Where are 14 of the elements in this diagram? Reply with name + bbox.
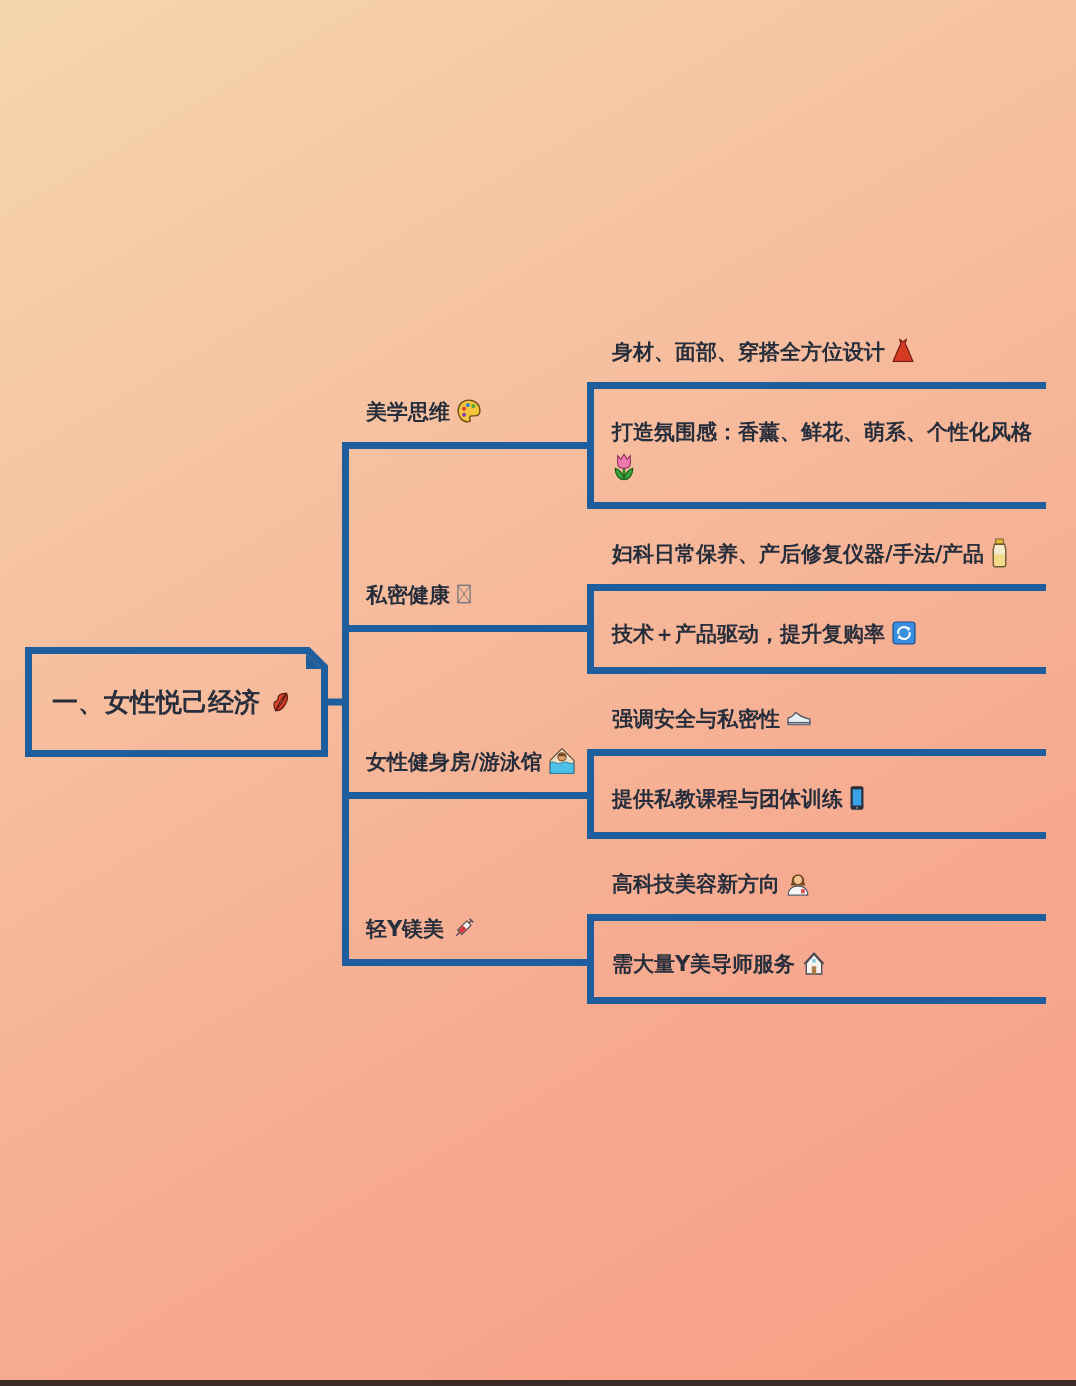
subtopic-text: 妇科日常保养、产后修复仪器/手法/产品: [612, 542, 985, 566]
subtopic-text: 强调安全与私密性: [612, 707, 780, 731]
subtopic-text: 打造氛围感：香薰、鲜花、萌系、个性化风格: [612, 420, 1032, 444]
branch-topic-text: 私密健康: [366, 583, 450, 607]
main-topic-text: 一、女性悦己经济: [52, 687, 260, 717]
branch-topic-text: 女性健身房/游泳馆: [366, 750, 542, 774]
subtopic-text: 技术＋产品驱动，提升复购率: [612, 622, 885, 646]
subtopic-text: 需大量Y美导师服务: [612, 952, 796, 976]
subtopic-text: 高科技美容新方向: [612, 872, 780, 896]
branch-topic-text: 轻Y镁美: [366, 917, 445, 941]
subtopic-text: 身材、面部、穿搭全方位设计: [612, 340, 885, 364]
main-topic-box: [25, 647, 328, 757]
subtopic-text: 提供私教课程与团体训练: [612, 787, 843, 811]
branch-topic-text: 美学思维: [366, 400, 450, 424]
